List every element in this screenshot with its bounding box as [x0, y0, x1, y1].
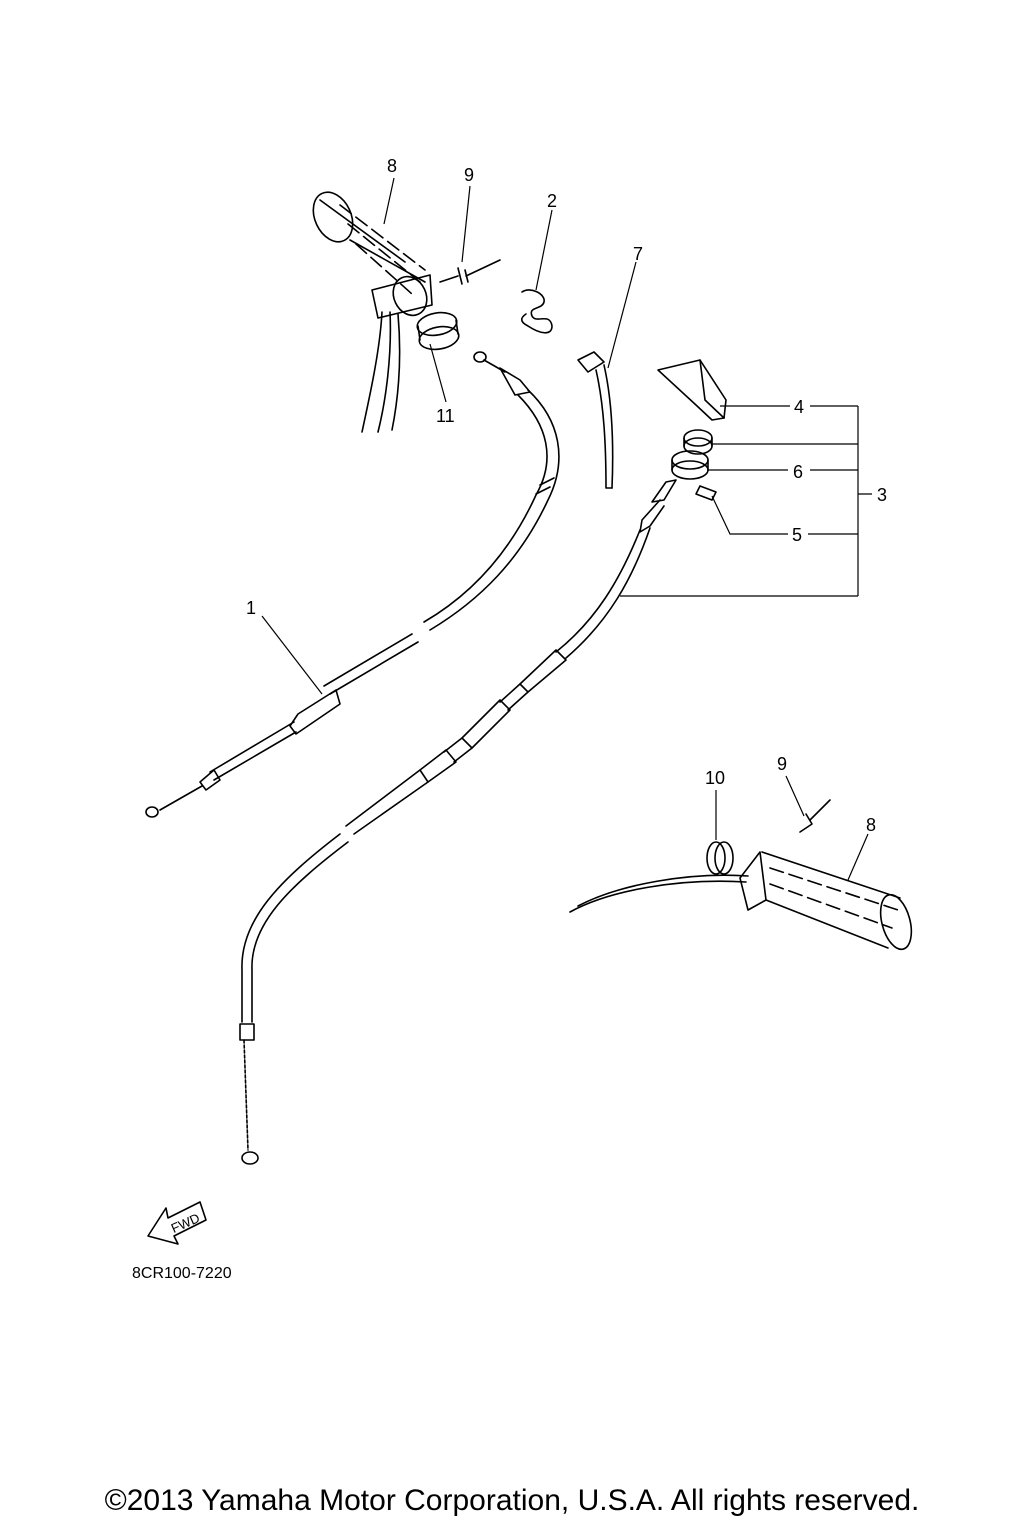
- callout-4: 4: [794, 397, 804, 417]
- callout-1: 1: [246, 598, 256, 618]
- callout-8-lower: 8: [866, 815, 876, 835]
- diagram-code: 8CR100-7220: [132, 1265, 232, 1282]
- callout-2: 2: [547, 191, 557, 211]
- fwd-label: FWD: [169, 1210, 202, 1236]
- cable-tie-7: [577, 351, 614, 489]
- washer-a: [683, 429, 713, 455]
- fwd-arrow-icon: FWD: [147, 1201, 207, 1245]
- key-5: [695, 485, 717, 501]
- callout-9-lower: 9: [777, 754, 787, 774]
- washer-6: [671, 450, 709, 480]
- callout-9-upper: 9: [464, 165, 474, 185]
- grip-pin-upper: [439, 259, 501, 285]
- grip-pin-lower: [799, 799, 831, 833]
- grip-collar-10: [706, 841, 734, 875]
- callout-10: 10: [705, 768, 725, 788]
- throttle-cable-lower: [239, 479, 677, 1165]
- leader-lines: [261, 177, 872, 881]
- grip-collar-11: [416, 311, 460, 351]
- callout-7: 7: [633, 244, 643, 264]
- callout-3: 3: [877, 485, 887, 505]
- copyright-notice: ©2013 Yamaha Motor Corporation, U.S.A. A…: [104, 1484, 920, 1517]
- callout-6: 6: [793, 462, 803, 482]
- left-handlebar-grip: [312, 191, 433, 433]
- throttle-lever-4: [657, 359, 727, 421]
- callout-11: 11: [436, 406, 455, 426]
- right-handlebar-grip: [569, 851, 913, 951]
- callout-8-upper: 8: [387, 156, 397, 176]
- throttle-cable-1: [145, 351, 560, 818]
- callout-5: 5: [792, 525, 802, 545]
- wire-clip-2: [520, 289, 553, 334]
